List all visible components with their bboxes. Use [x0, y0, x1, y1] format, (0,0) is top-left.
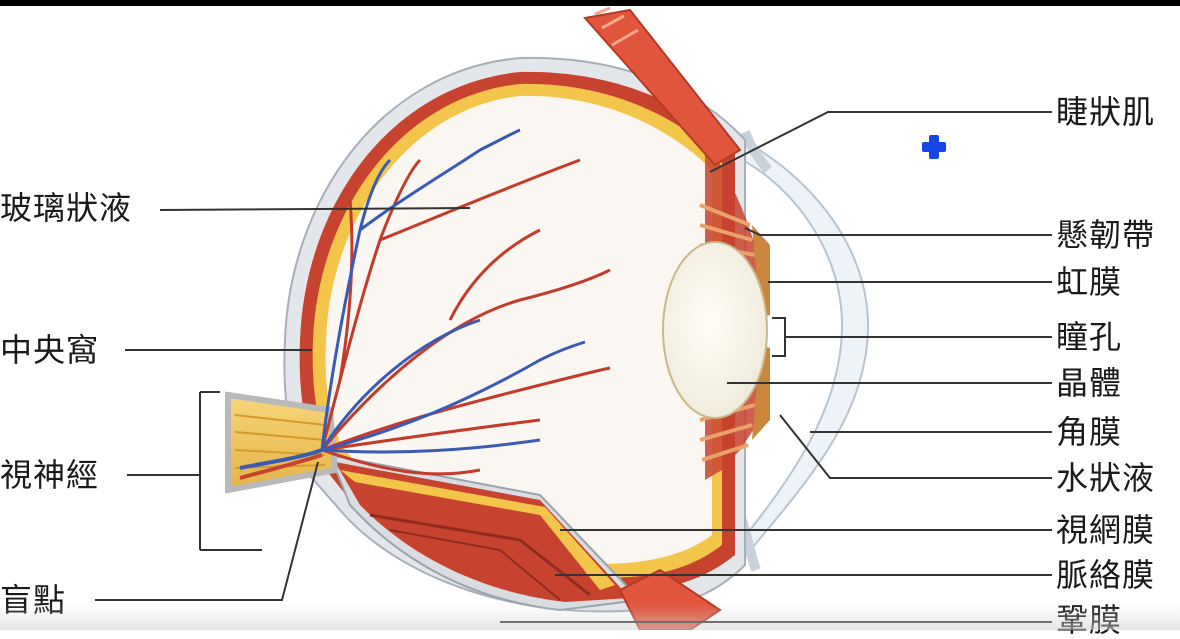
- label-ciliary-muscle: 睫狀肌: [1056, 93, 1156, 131]
- label-retina: 視網膜: [1056, 511, 1156, 549]
- cursor-bar-vertical: [929, 135, 939, 159]
- muscle-fibers: [594, 6, 639, 47]
- leader-ciliary-muscle: [709, 111, 1052, 173]
- leader-lines: [95, 111, 1052, 623]
- vitreous-shape: [325, 95, 712, 565]
- leader-pupil: [772, 317, 1052, 357]
- leader-aqueous-humor: [779, 414, 1052, 479]
- cornea-edge-top: [740, 130, 772, 174]
- optic-nerve-bracket: [199, 391, 262, 551]
- label-aqueous-humor: 水狀液: [1056, 459, 1156, 497]
- lens-shape: [662, 241, 768, 419]
- label-suspensory-ligament: 懸韌帶: [1056, 216, 1156, 254]
- label-cornea: 角膜: [1056, 413, 1123, 451]
- label-choroid: 脈絡膜: [1056, 556, 1156, 594]
- iris-lower: [752, 345, 770, 440]
- label-pupil: 瞳孔: [1056, 318, 1123, 356]
- leader-blind-spot: [95, 461, 319, 601]
- cutaway-vessels-2: [389, 529, 561, 601]
- retinal-arteries: [320, 158, 611, 476]
- top-border: [0, 0, 1180, 6]
- optic-nerve-fibers: [234, 414, 326, 469]
- leader-vitreous: [159, 207, 471, 211]
- label-fovea: 中央窩: [0, 331, 100, 369]
- leader-suspensory-ligament: [744, 227, 1052, 236]
- central-artery: [239, 453, 323, 480]
- extraocular-muscle-top: [583, 8, 742, 167]
- video-bottom-shade: [0, 604, 1180, 630]
- label-vitreous-humor: 玻璃狀液: [0, 189, 133, 227]
- label-optic-nerve: 視神經: [0, 456, 100, 494]
- label-lens: 晶體: [1056, 364, 1123, 402]
- label-iris: 虹膜: [1056, 263, 1123, 301]
- cutaway-vessels: [369, 513, 591, 597]
- iris-upper: [752, 225, 770, 318]
- blue-plus-cursor-icon: [922, 135, 946, 159]
- central-vein: [239, 448, 323, 470]
